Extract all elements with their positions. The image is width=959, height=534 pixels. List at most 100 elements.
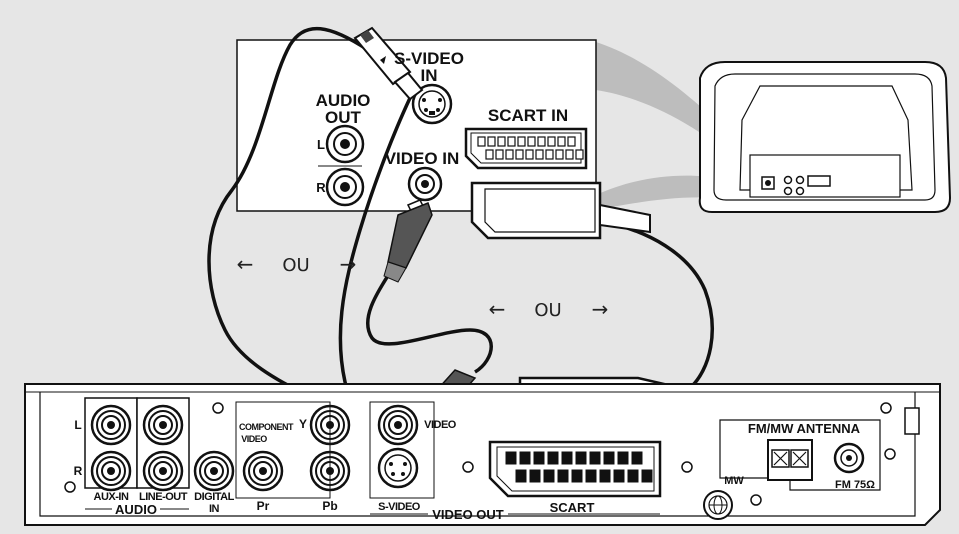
ou-center-arrow-left: ← [489, 297, 506, 321]
scart-pin [495, 149, 504, 160]
scart-label: SCART [550, 500, 595, 515]
scart-pin [567, 136, 576, 147]
screw-hole [64, 481, 76, 493]
player-scart-pins [505, 451, 653, 483]
scart-pin [529, 469, 541, 483]
component-label-1: COMPONENT [239, 422, 294, 432]
scart-pin [497, 136, 506, 147]
scart-plug-top [470, 181, 651, 240]
antenna-panel-outline [719, 419, 881, 491]
pr-label: Pr [257, 499, 270, 513]
aux-in-label: AUX-IN [94, 491, 129, 503]
rca-jack [242, 450, 284, 492]
scart-pin [557, 136, 566, 147]
line-out-label: LINE-OUT [139, 491, 188, 503]
scart-pin [561, 451, 573, 465]
scart-in-label: SCART IN [488, 106, 568, 125]
rca-jack [90, 404, 132, 446]
scart-pin [603, 451, 615, 465]
fm-antenna-jack [833, 442, 865, 474]
scart-pin [547, 451, 559, 465]
scart-pin [571, 469, 583, 483]
television [698, 61, 952, 213]
scart-pin [555, 149, 564, 160]
audio-group-label: AUDIO [115, 502, 157, 517]
scart-pin [631, 451, 643, 465]
ou-center-text: OU [534, 300, 561, 321]
screw-hole [681, 461, 693, 473]
rca-jack [193, 450, 235, 492]
rca-jack [142, 404, 184, 446]
screw-hole [880, 402, 892, 414]
scart-pin [515, 469, 527, 483]
ou-left-text: OU [282, 255, 309, 276]
scart-pin [517, 136, 526, 147]
fm-75-label: FM 75Ω [835, 479, 875, 491]
digital-in-label-1: DIGITAL [194, 491, 234, 503]
rca-jack [90, 450, 132, 492]
svideo-in-label-1: S-VIDEO [394, 49, 464, 68]
scart-pin [547, 136, 556, 147]
tv-audio-out-l-jack [325, 124, 365, 164]
aux-left-label: L [74, 418, 81, 432]
video-label: VIDEO [424, 419, 457, 431]
video-out-label: VIDEO OUT [432, 507, 504, 522]
video-connector-top [383, 199, 433, 283]
player-rear [24, 383, 941, 526]
scart-pin [575, 451, 587, 465]
tv-scart-in-socket [464, 127, 588, 170]
scart-pin [589, 451, 601, 465]
tv-right-label: R [316, 180, 326, 195]
video-in-label: VIDEO IN [385, 149, 460, 168]
mw-antenna-terminal [767, 439, 813, 481]
scart-pin [505, 149, 514, 160]
svideo-in-label-2: IN [421, 66, 438, 85]
screw-hole [750, 494, 762, 506]
screw-hole [212, 402, 224, 414]
scart-pin [519, 451, 531, 465]
ou-left-arrow-left: ← [237, 252, 254, 276]
svideo-outline [369, 401, 435, 499]
scart-pin [543, 469, 555, 483]
scart-pin [525, 149, 534, 160]
scart-pin [627, 469, 639, 483]
scart-pin [641, 469, 653, 483]
player-scart-socket [488, 440, 662, 498]
player-svideo-jack [377, 447, 419, 489]
tv-audio-out-r-jack [325, 167, 365, 207]
ou-center-arrow-right: → [592, 297, 609, 321]
mw-label: MW [724, 475, 744, 487]
scart-pin [557, 469, 569, 483]
tv-video-in-jack [407, 166, 443, 202]
scart-pin [537, 136, 546, 147]
scart-pin [515, 149, 524, 160]
screw-hole [462, 461, 474, 473]
digital-in-label-2: IN [209, 503, 220, 515]
scart-cable [595, 218, 714, 390]
audio-out-label-2: OUT [325, 108, 362, 127]
player-rca-jacks [90, 404, 419, 492]
scart-pin [487, 136, 496, 147]
scart-pin [485, 149, 494, 160]
fm-mw-antenna-label: FM/MW ANTENNA [748, 421, 861, 436]
scart-pin [613, 469, 625, 483]
audio-out-label-1: AUDIO [316, 91, 371, 110]
y-label: Y [299, 417, 307, 431]
projection-upper [596, 42, 776, 195]
scart-pin [527, 136, 536, 147]
component-outline [235, 401, 331, 499]
scart-pin [477, 136, 486, 147]
svideo-connector-top [353, 26, 424, 101]
tv-left-label: L [317, 137, 325, 152]
audio-cable [207, 26, 369, 412]
scart-pin [565, 149, 574, 160]
ou-left-arrow-right: → [340, 252, 357, 276]
globe-icon [703, 490, 733, 520]
screw-hole [884, 448, 896, 460]
rca-jack [142, 450, 184, 492]
tv-scart-mini [807, 175, 831, 187]
tv-svideo-in-jack [411, 83, 453, 125]
svideo-cable [338, 97, 412, 401]
